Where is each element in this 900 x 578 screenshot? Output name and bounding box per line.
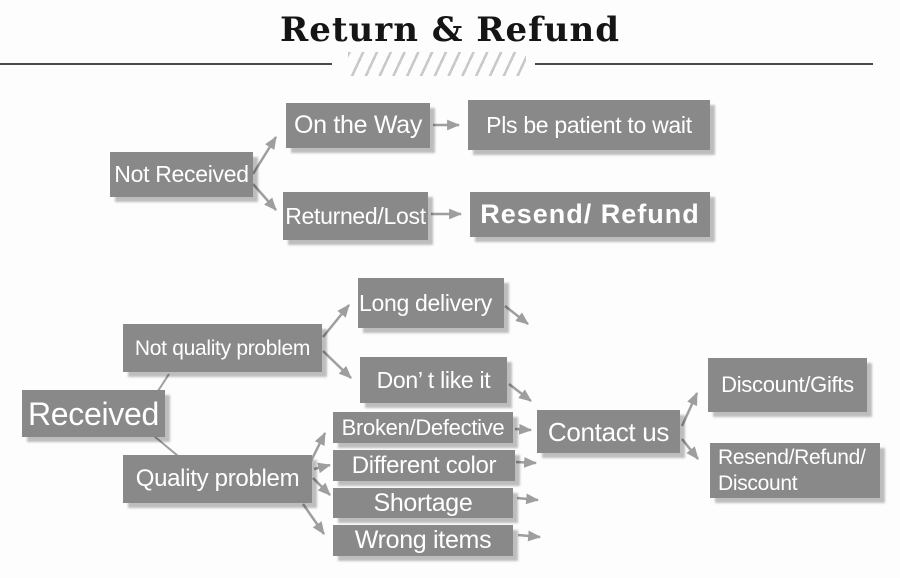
connector-shortage-out [516,493,540,505]
title-rule-right [535,63,873,65]
connector-different-color-out [515,456,538,468]
node-long-delivery: Long delivery [358,278,504,328]
connector-quality-to-shortage [312,477,331,496]
node-different-color: Different color [333,450,515,481]
connector-received-to-not-quality-problem [157,373,170,392]
node-discount-gifts: Discount/Gifts [708,358,867,412]
connector-received-to-quality-problem [153,435,179,457]
node-pls-be-patient: Pls be patient to wait [468,100,710,150]
node-shortage: Shortage [333,488,513,518]
connector-broken-to-contact-us [514,423,533,435]
page-title: Return & Refund [279,10,621,50]
title-rule-left [0,63,332,65]
node-on-the-way: On the Way [286,103,430,148]
connector-not-received-to-on-the-way [251,136,278,175]
node-dont-like-it: Don’ t like it [360,357,507,403]
connector-not-received-to-returned-lost [252,183,277,211]
node-not-quality-problem: Not quality problem [123,324,322,372]
connector-dont-like-it-to-contact-us [508,383,532,402]
connector-contact-us-to-discount-gifts [680,392,699,427]
node-received: Received [22,390,165,437]
node-broken-defective: Broken/Defective [333,412,513,443]
connector-not-quality-to-dont-like-it [322,350,352,379]
node-resend-refund: Resend/ Refund [470,192,710,237]
connector-wrong-items-out [517,530,542,542]
connector-quality-to-broken-defective [309,432,327,462]
resend-refund-discount-line2: Discount [718,471,798,495]
node-not-received: Not Received [110,152,253,197]
hatch-decoration [348,52,526,76]
node-quality-problem: Quality problem [123,455,312,503]
connector-contact-us-to-resend-discount [681,438,699,460]
node-wrong-items: Wrong items [333,525,513,556]
resend-refund-discount-line1: Resend/Refund/ [718,446,866,470]
node-contact-us: Contact us [537,410,680,453]
connector-quality-to-different-color [313,462,332,474]
connector-long-delivery-out [504,305,529,325]
node-returned-lost: Returned/Lost [283,192,428,240]
connector-not-quality-to-long-delivery [322,304,350,338]
node-resend-refund-discount: Resend/Refund/ Discount [710,443,880,498]
node-resend-refund-discount-text: Resend/Refund/ Discount [718,445,866,495]
connector-quality-to-wrong-items [301,503,326,535]
